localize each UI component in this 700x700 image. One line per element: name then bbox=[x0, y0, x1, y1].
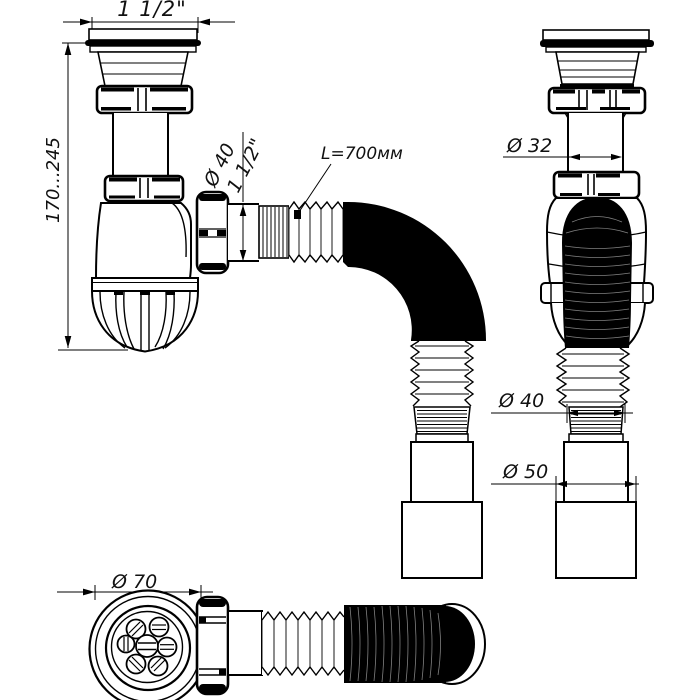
fitting-ribs bbox=[417, 410, 467, 432]
drain-flange bbox=[85, 28, 201, 87]
drain-flange-side bbox=[540, 29, 654, 92]
lower-lock-nut-side bbox=[552, 170, 641, 200]
hose-front-black bbox=[562, 197, 632, 348]
outlet-pipe bbox=[228, 203, 290, 262]
dim-height-range: 170...245 bbox=[43, 137, 64, 223]
dim-arrow-left bbox=[80, 18, 92, 26]
inlet-pipe bbox=[112, 113, 169, 176]
dim-height-range-group: 170...245 bbox=[43, 42, 128, 351]
hose-corrugation-down bbox=[409, 340, 475, 407]
dim-flange-thread: 1 1/2" bbox=[117, 0, 187, 21]
upper-lock-nut-side bbox=[547, 86, 647, 115]
drain-top-view: Ø 70 bbox=[57, 571, 486, 700]
siphon-side-view: Ø 32 bbox=[491, 29, 654, 579]
bottom-corrugation-white bbox=[261, 610, 345, 677]
cup-ribs bbox=[99, 291, 191, 351]
hose-elbow-black bbox=[343, 202, 486, 341]
grate-outlet-cylinder bbox=[227, 610, 263, 676]
fitting-ribs-right bbox=[571, 410, 621, 432]
siphon-front-view: 1 1/2" 170...245 bbox=[43, 0, 486, 579]
lower-lock-nut bbox=[103, 174, 185, 203]
grate-holes bbox=[116, 616, 178, 677]
dim-hose-end-d40-group: Ø 40 bbox=[491, 390, 633, 423]
dim-hose-end-d40: Ø 40 bbox=[498, 390, 544, 412]
drain-grate bbox=[88, 589, 208, 700]
hose-end-fitting-right bbox=[555, 406, 637, 579]
bottom-hose-texture bbox=[349, 605, 441, 683]
dim-arrow-right bbox=[198, 18, 210, 26]
dim-hose-end-d50: Ø 50 bbox=[502, 461, 548, 483]
adapter-ribs bbox=[262, 207, 288, 257]
hose-end-fitting-left bbox=[401, 406, 483, 579]
dim-hose-length-group: L=700мм bbox=[294, 144, 403, 219]
dim-pipe-diameter: Ø 32 bbox=[506, 135, 552, 157]
dim-hose-length: L=700мм bbox=[321, 144, 403, 164]
trap-body bbox=[91, 202, 199, 292]
outlet-ring-nut bbox=[195, 190, 230, 275]
trap-cup bbox=[90, 290, 200, 353]
hose-texture bbox=[564, 216, 631, 339]
inlet-pipe-side bbox=[563, 111, 628, 172]
grate-nut bbox=[195, 595, 230, 696]
dim-flange-thread-group: 1 1/2" bbox=[63, 0, 235, 33]
hose-corrugation-down-side bbox=[555, 347, 631, 408]
dim-grate-diameter: Ø 70 bbox=[111, 571, 157, 593]
dim-pipe-diameter-group: Ø 32 bbox=[503, 135, 622, 161]
bottom-hose-black-end bbox=[344, 603, 486, 685]
upper-lock-nut bbox=[95, 84, 194, 115]
dim-hose-end-d50-group: Ø 50 bbox=[491, 461, 639, 503]
